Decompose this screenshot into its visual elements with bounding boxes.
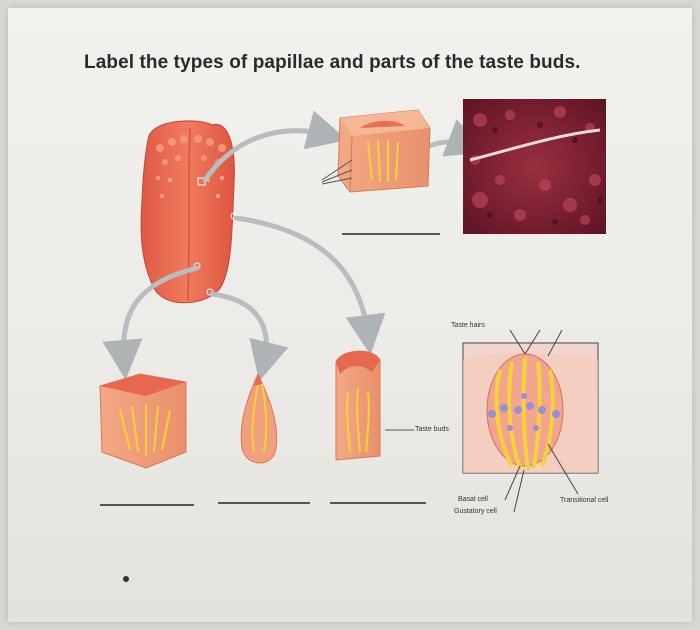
answer-blank-top[interactable]	[342, 233, 440, 235]
label-taste-buds: Taste buds	[415, 426, 449, 433]
answer-blank-2[interactable]	[218, 502, 310, 504]
taste-bud-detail	[462, 329, 599, 513]
bullet-dot	[123, 576, 129, 582]
label-gustatory-cell: Gustatory cell	[454, 508, 497, 515]
label-taste-hairs: Taste hairs	[451, 322, 485, 329]
foliate-papilla-illustration	[99, 373, 187, 469]
micrograph-image	[463, 99, 606, 234]
answer-blank-3[interactable]	[330, 502, 426, 504]
tongue-illustration	[140, 120, 238, 304]
answer-blank-1[interactable]	[100, 504, 194, 506]
vallate-papilla-illustration	[335, 350, 414, 461]
label-transitional-cell: Transitional cell	[560, 497, 609, 504]
filiform-papilla-illustration	[240, 372, 278, 464]
question-title: Label the types of papillae and parts of…	[84, 52, 581, 73]
circumvallate-papilla-illustration	[321, 109, 431, 193]
label-basal-cell: Basal cell	[458, 496, 488, 503]
connector-arrows	[102, 110, 487, 382]
